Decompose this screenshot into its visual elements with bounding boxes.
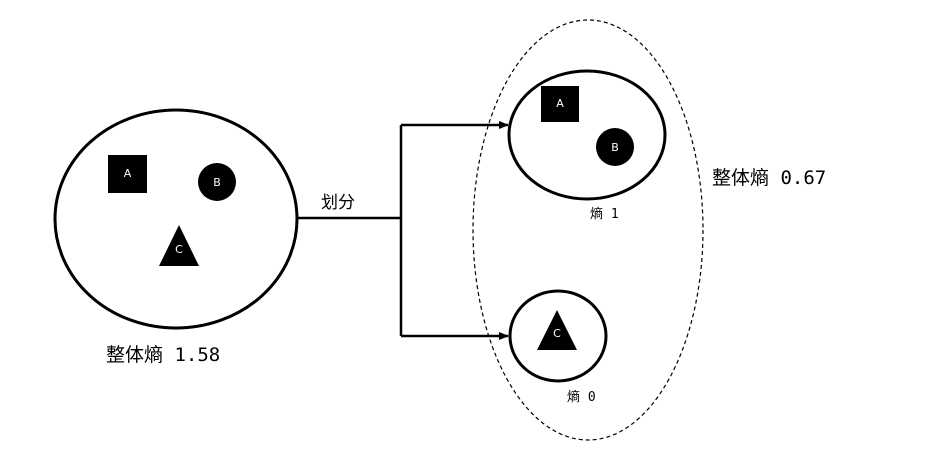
- child-set-2-circle: [508, 289, 608, 383]
- child-group-dashed-boundary: [472, 19, 704, 441]
- child-set-1-circle: [507, 69, 667, 201]
- parent-item-b-circle: B: [198, 163, 236, 201]
- parent-set-circle: [53, 108, 299, 330]
- split-label: 划分: [321, 193, 355, 213]
- split-connector: [297, 121, 509, 340]
- child2-item-c-triangle: C: [537, 310, 577, 350]
- parent-item-a-label: A: [124, 167, 132, 180]
- group-entropy-caption: 整体熵 0.67: [712, 167, 826, 189]
- child1-item-a-label: A: [556, 97, 564, 110]
- parent-item-c-triangle: C: [159, 225, 199, 266]
- parent-item-a-square: A: [108, 155, 147, 193]
- child-set-2: C: [508, 289, 608, 383]
- child1-item-a-square: A: [541, 86, 579, 122]
- child1-item-b-label: B: [611, 141, 619, 154]
- parent-item-c-label: C: [175, 243, 183, 256]
- child2-item-c-label: C: [553, 327, 561, 340]
- child-1-entropy-caption: 熵 1: [590, 206, 619, 222]
- parent-set: A B C: [53, 108, 299, 330]
- child1-item-b-circle: B: [596, 128, 634, 166]
- child-2-entropy-caption: 熵 0: [567, 389, 596, 405]
- parent-item-b-label: B: [213, 176, 221, 189]
- child-set-1: A B: [507, 69, 667, 201]
- parent-entropy-caption: 整体熵 1.58: [106, 344, 220, 366]
